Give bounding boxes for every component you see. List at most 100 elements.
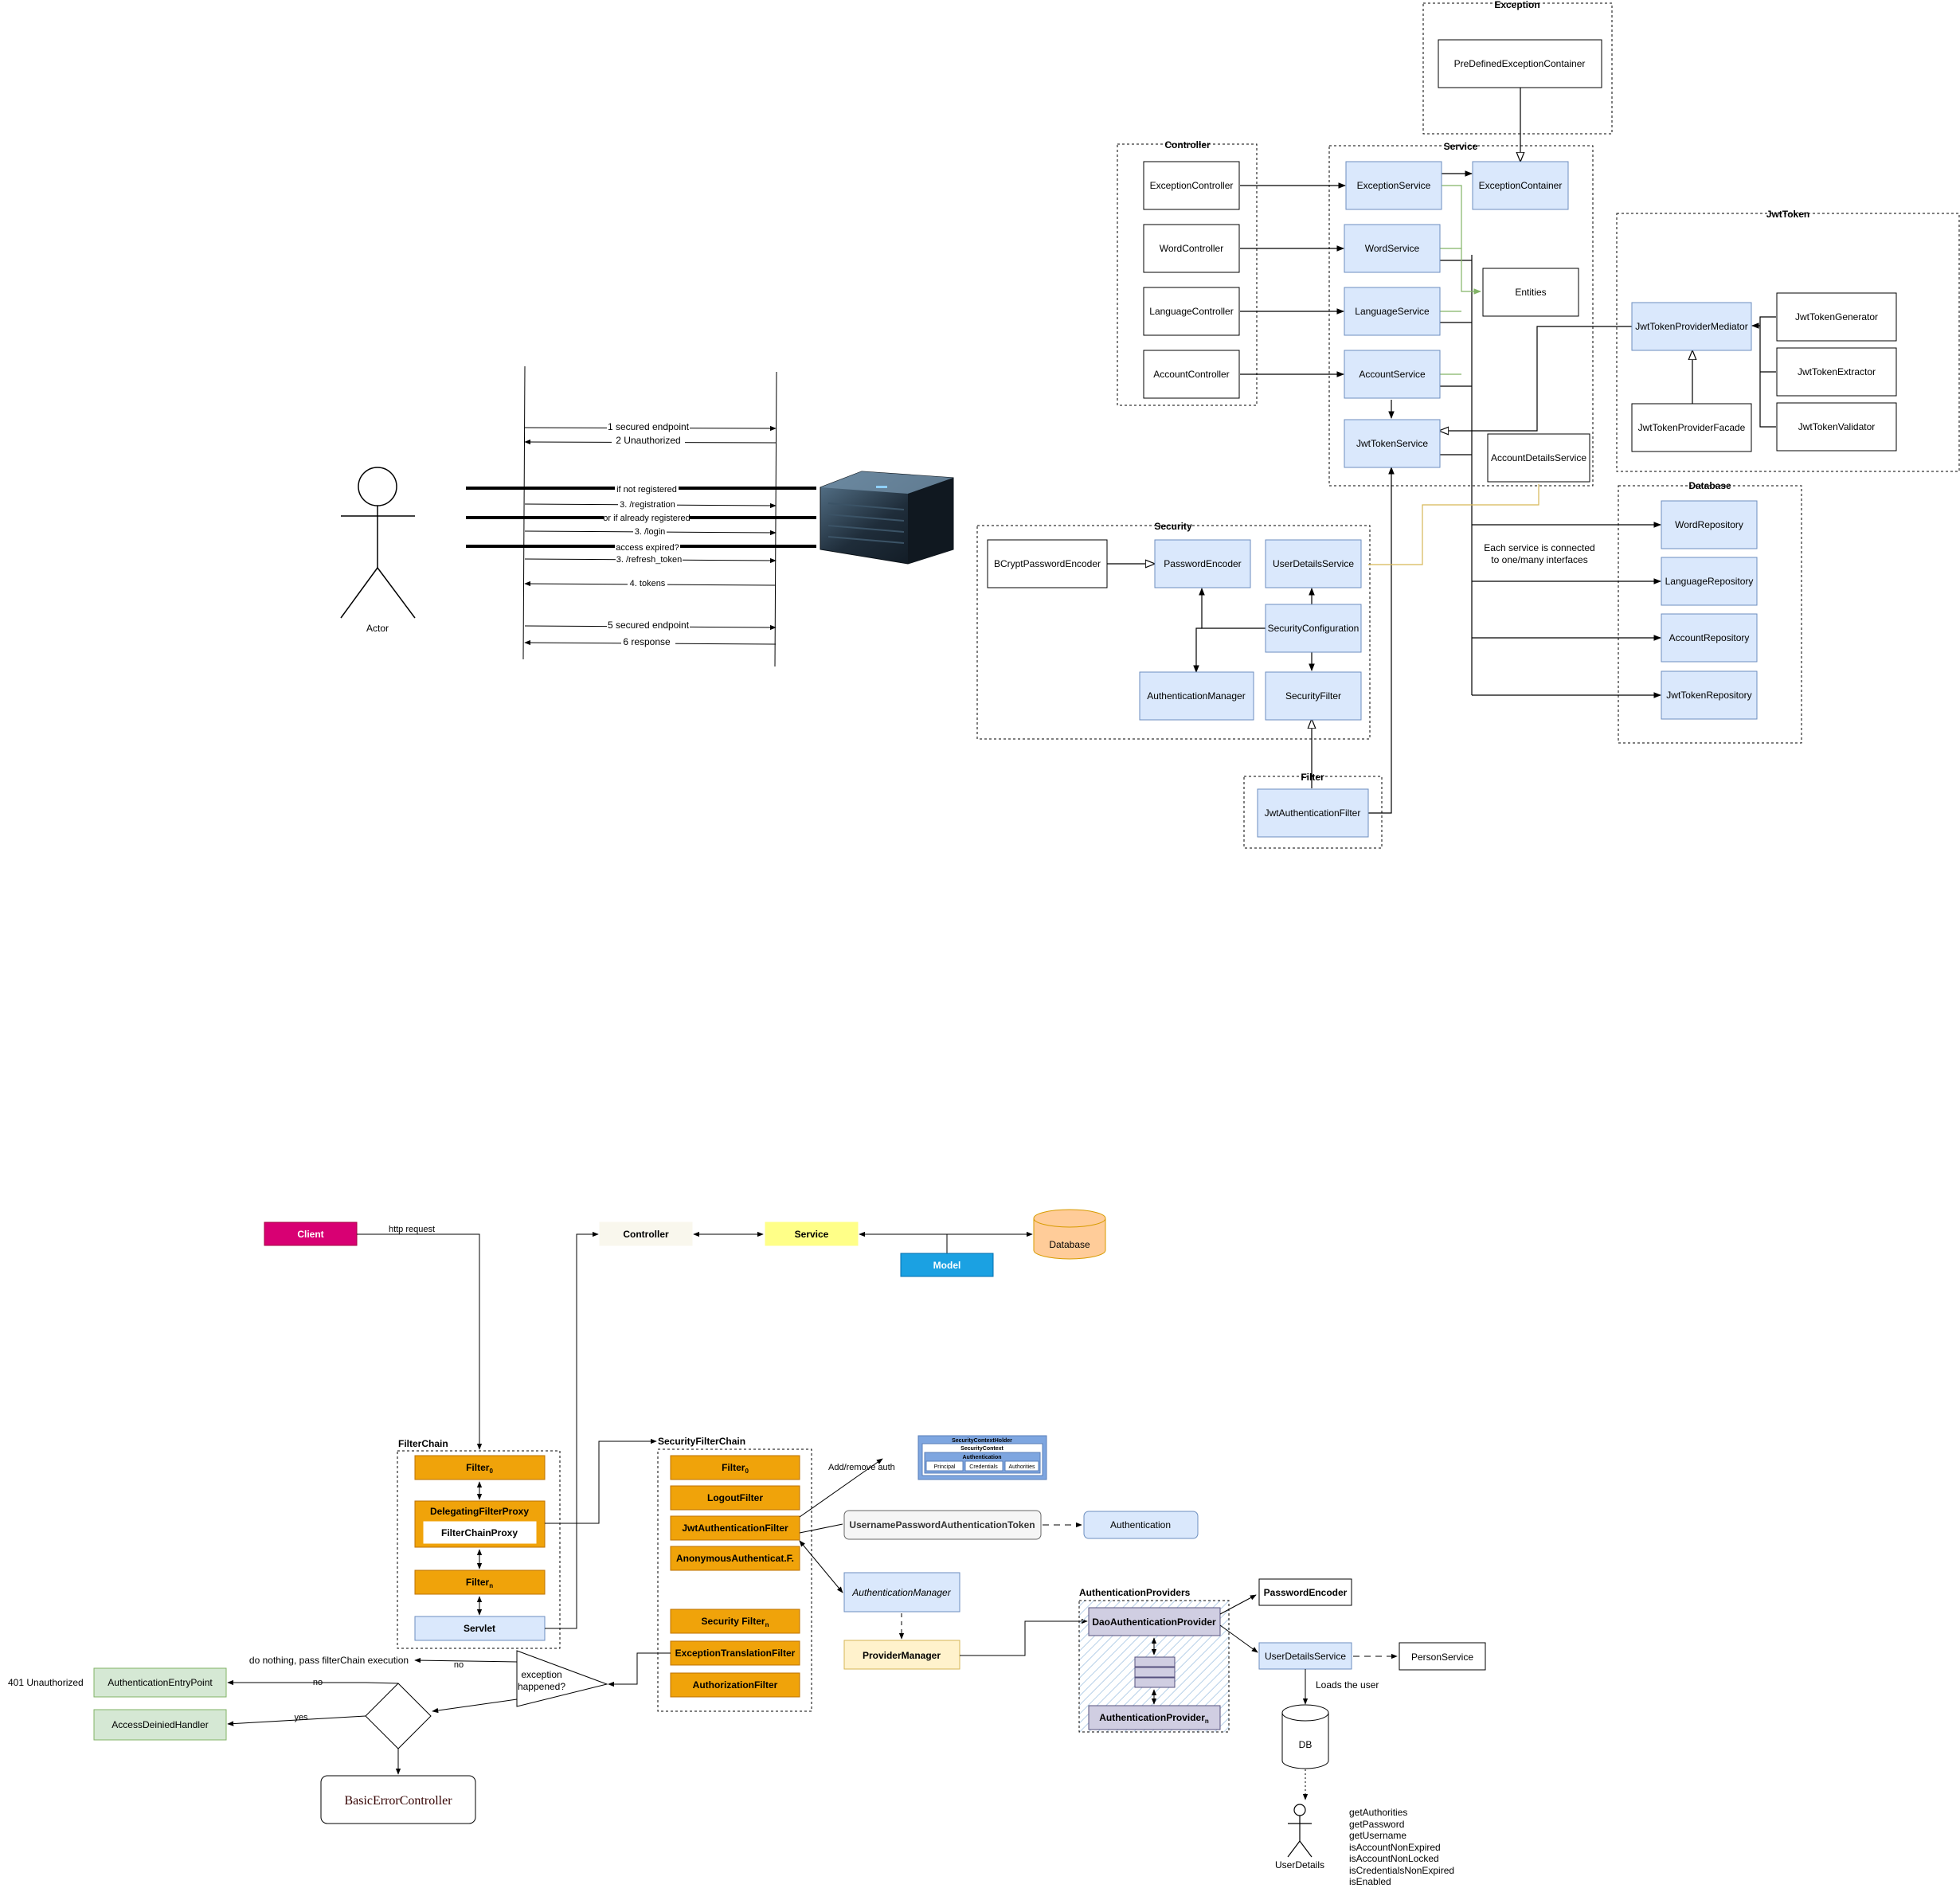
security-group: Security [976,521,1371,740]
msg-if-not-registered: if not registered [616,485,677,494]
svg-text:Security Filtern: Security Filtern [702,1616,769,1628]
msg-4-tokens: 4. tokens [630,579,666,588]
password-encoder-flow-node[interactable]: PasswordEncoder [1258,1578,1352,1606]
security-filtern-sub: n [765,1621,769,1628]
security-filtern-node[interactable]: Security Filtern [670,1609,800,1634]
jwt-token-extractor-node[interactable]: JwtTokenExtractor [1776,347,1897,397]
bcrypt-password-encoder-label: BCryptPasswordEncoder [994,558,1101,569]
yes-accessdenied-edge [227,1715,366,1726]
anonymous-filter-label: AnonymousAuthenticat.F. [676,1553,794,1564]
word-service-node[interactable]: WordService [1344,224,1441,273]
loads-the-user-label: Loads the user [1316,1679,1379,1691]
svg-text:Filter0: Filter0 [722,1462,749,1475]
msg-2-unauthorized: 2 Unauthorized [616,435,680,446]
jwt-token-generator-node[interactable]: JwtTokenGenerator [1776,292,1897,342]
jwt-token-provider-facade-label: JwtTokenProviderFacade [1638,422,1746,433]
security-configuration-node[interactable]: SecurityConfiguration [1265,604,1362,653]
security-filter-node[interactable]: SecurityFilter [1265,671,1362,721]
account-repository-node[interactable]: AccountRepository [1661,613,1758,663]
sfc-filter0-sub: 0 [745,1468,749,1475]
sequence-labels: 1 secured endpoint 2 Unauthorized if not… [603,421,690,647]
db-node[interactable]: DB [1281,1704,1329,1769]
authentication-manager-node[interactable]: AuthenticationManager [1139,671,1254,721]
account-details-service-node[interactable]: AccountDetailsService [1487,433,1590,483]
account-controller-label: AccountController [1153,369,1229,380]
security-context-holder: SecurityContextHolder SecurityContext Au… [917,1435,1047,1480]
auth-provider-n-label: AuthenticationProvider [1099,1712,1205,1723]
controller-flow-node[interactable]: Controller [599,1222,693,1246]
jwt-token-provider-facade-node[interactable]: JwtTokenProviderFacade [1631,403,1752,452]
security-context-holder-label: SecurityContextHolder [952,1438,1012,1444]
jwt-upat-edge [799,1523,843,1534]
exception-service-node[interactable]: ExceptionService [1345,161,1442,210]
password-encoder-node[interactable]: PasswordEncoder [1154,539,1251,588]
authorization-filter-node[interactable]: AuthorizationFilter [670,1672,800,1698]
exception-controller-node[interactable]: ExceptionController [1143,161,1240,210]
filter0-node[interactable]: Filter0 [414,1455,546,1480]
client-label: Client [297,1229,323,1240]
language-controller-node[interactable]: LanguageController [1143,287,1240,336]
authentication-providers-title: AuthenticationProviders [1079,1587,1191,1598]
anonymous-filter-node[interactable]: AnonymousAuthenticat.F. [670,1546,800,1571]
actor-figure [340,467,416,619]
word-controller-node[interactable]: WordController [1143,224,1240,273]
language-repository-node[interactable]: LanguageRepository [1661,557,1758,606]
exception-translation-filter-node[interactable]: ExceptionTranslationFilter [670,1640,800,1666]
jwt-auth-filter-node[interactable]: JwtAuthenticationFilter [670,1515,800,1541]
architecture-edges [1107,88,1776,814]
jwt-authentication-filter-node[interactable]: JwtAuthenticationFilter [1257,788,1369,838]
sfc-filter0-node[interactable]: Filter0 [670,1455,800,1480]
model-node[interactable]: Model [900,1253,994,1277]
user-details-service-flow-node[interactable]: UserDetailsService [1258,1642,1352,1670]
upat-node[interactable]: UsernamePasswordAuthenticationToken [843,1510,1042,1540]
jwt-token-provider-mediator-node[interactable]: JwtTokenProviderMediator [1631,302,1752,351]
authentication-manager-flow-node[interactable]: AuthenticationManager [843,1572,960,1612]
access-denied-handler-node[interactable]: AccessDeiniedHandler [93,1709,227,1741]
authentication-flow-node[interactable]: Authentication [1083,1511,1199,1539]
account-controller-node[interactable]: AccountController [1143,350,1240,399]
decision-diamond [365,1683,432,1749]
basic-error-controller-node[interactable]: BasicErrorController [320,1775,476,1824]
jwt-token-validator-label: JwtTokenValidator [1798,421,1876,432]
principal-label: Principal [934,1464,956,1470]
filtern-node[interactable]: Filtern [414,1570,546,1595]
method-item: getUsername [1349,1830,1406,1841]
exception-happened-line1: exception [521,1669,561,1680]
account-service-node[interactable]: AccountService [1344,350,1441,399]
authentication-entry-point-node[interactable]: AuthenticationEntryPoint [93,1667,227,1698]
entities-node[interactable]: Entities [1482,268,1579,317]
client-node[interactable]: Client [264,1222,358,1246]
authentication-small-label: Authentication [963,1455,1002,1460]
service-flow-node[interactable]: Service [765,1222,859,1246]
security-filter-chain-group [657,1448,812,1712]
delegating-filter-proxy-node[interactable]: DelegatingFilterProxy FilterChainProxy [414,1500,546,1548]
entities-label: Entities [1515,287,1546,298]
language-repository-label: LanguageRepository [1665,576,1754,587]
provider-manager-node[interactable]: ProviderManager [843,1640,960,1670]
database-flow-node[interactable]: Database [1033,1209,1106,1260]
authentication-manager-flow-label: AuthenticationManager [851,1587,951,1598]
db-label: DB [1299,1739,1313,1750]
servlet-controller-edge [545,1231,599,1629]
jwt-token-service-node[interactable]: JwtTokenService [1344,419,1441,468]
jwt-token-validator-node[interactable]: JwtTokenValidator [1776,402,1897,452]
user-details-service-node[interactable]: UserDetailsService [1265,539,1362,588]
architecture-nodes: PreDefinedExceptionContainer ExceptionCo… [987,39,1897,838]
auth-provider-n-node[interactable]: AuthenticationProvidern [1088,1705,1221,1730]
person-service-node[interactable]: PersonService [1399,1642,1486,1671]
dao-auth-provider-node[interactable]: DaoAuthenticationProvider [1088,1607,1221,1636]
controller-flow-label: Controller [623,1229,669,1240]
jwt-token-repository-node[interactable]: JwtTokenRepository [1661,670,1758,720]
logout-filter-node[interactable]: LogoutFilter [670,1485,800,1511]
exception-translation-filter-label: ExceptionTranslationFilter [675,1648,796,1659]
exception-container-node[interactable]: ExceptionContainer [1472,161,1569,210]
exception-group: Exception [1422,0,1613,135]
jwt-token-service-label: JwtTokenService [1356,438,1428,449]
security-filtern-label: Security Filter [702,1616,765,1627]
word-repository-node[interactable]: WordRepository [1661,500,1758,549]
basic-error-controller-label: BasicErrorController [344,1794,452,1808]
predefined-exception-container-node[interactable]: PreDefinedExceptionContainer [1438,39,1602,88]
bcrypt-password-encoder-node[interactable]: BCryptPasswordEncoder [987,539,1108,588]
servlet-node[interactable]: Servlet [414,1616,546,1641]
language-service-node[interactable]: LanguageService [1344,287,1441,336]
